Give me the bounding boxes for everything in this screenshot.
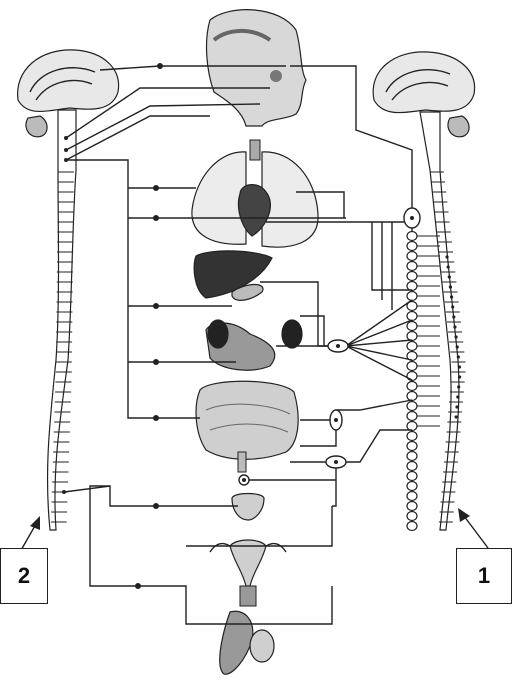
chain-ganglion	[407, 322, 417, 331]
chain-ganglion	[407, 232, 417, 241]
liver-icon	[194, 251, 272, 300]
right-spinal-cord-icon	[420, 112, 466, 530]
chain-ganglion	[407, 282, 417, 291]
spinal-dot	[456, 395, 459, 398]
chain-ganglion	[407, 522, 417, 531]
parasympathetic-nerves	[64, 63, 346, 624]
chain-ganglion	[407, 252, 417, 261]
chain-ganglion	[407, 332, 417, 341]
chain-ganglion	[407, 402, 417, 411]
spinal-dot	[457, 355, 460, 358]
chain-ganglion	[407, 452, 417, 461]
chain-ganglion	[407, 472, 417, 481]
chain-ganglion	[407, 412, 417, 421]
label-1: 1	[456, 548, 512, 604]
chain-ganglion	[407, 492, 417, 501]
spinal-dot	[456, 345, 459, 348]
spinal-dot	[447, 265, 450, 268]
spinal-dot	[445, 255, 448, 258]
chain-ganglion	[407, 362, 417, 371]
chain-ganglion	[407, 242, 417, 251]
spinal-dot	[452, 315, 455, 318]
male-genitals-icon	[220, 611, 274, 674]
chain-ganglion	[407, 512, 417, 521]
spinal-dot	[455, 405, 458, 408]
head-icon	[207, 10, 306, 126]
chain-ganglion	[407, 482, 417, 491]
chain-ganglion	[407, 392, 417, 401]
intestine-icon	[196, 381, 298, 472]
chain-ganglion	[407, 292, 417, 301]
label-2: 2	[0, 548, 48, 604]
sympathetic-chain	[407, 210, 440, 531]
chain-ganglion	[407, 372, 417, 381]
arrow-2-icon	[20, 516, 40, 552]
spinal-dot	[458, 365, 461, 368]
chain-ganglion	[407, 272, 417, 281]
chain-ganglion	[407, 462, 417, 471]
chain-ganglion	[407, 342, 417, 351]
chain-ganglion	[407, 262, 417, 271]
spinal-dot	[457, 385, 460, 388]
chain-ganglion	[407, 442, 417, 451]
chain-ganglion	[407, 502, 417, 511]
spinal-dot	[454, 335, 457, 338]
chain-ganglion	[407, 382, 417, 391]
spinal-dot	[458, 375, 461, 378]
arrow-1-icon	[458, 508, 488, 548]
bladder-icon	[232, 494, 264, 521]
chain-ganglion	[407, 422, 417, 431]
chain-ganglion	[407, 432, 417, 441]
spinal-dot	[453, 325, 456, 328]
spinal-dot	[455, 415, 458, 418]
spinal-dot	[451, 305, 454, 308]
uterus-icon	[210, 540, 286, 606]
spinal-dot	[448, 275, 451, 278]
left-spinal-cord-icon	[48, 110, 76, 530]
spinal-dot	[449, 285, 452, 288]
chain-ganglion	[407, 312, 417, 321]
spinal-dot	[450, 295, 453, 298]
